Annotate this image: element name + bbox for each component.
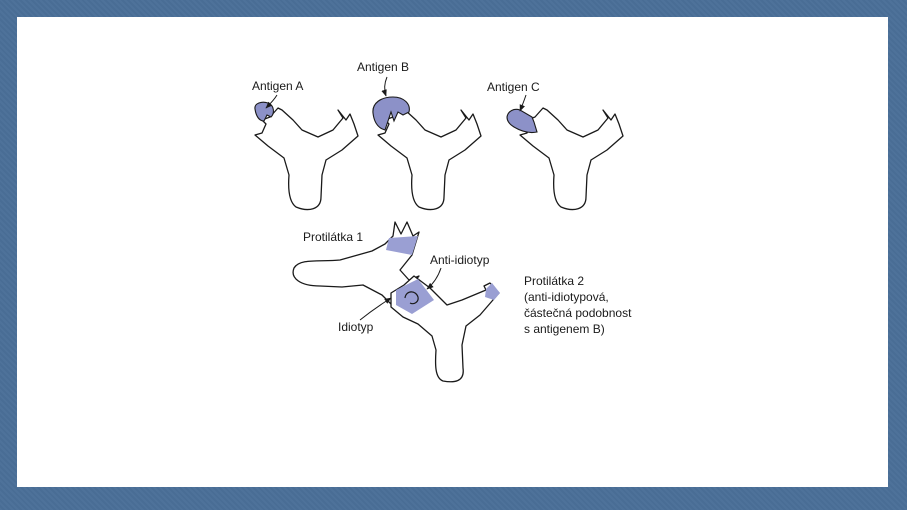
antibody-c: [519, 107, 624, 211]
idiotype-region-right: [485, 283, 500, 300]
label-protilatka-2-line-4: s antigenem B): [524, 322, 605, 336]
antibody-pair: [292, 221, 500, 383]
label-protilatka-2-line-2: (anti-idiotypová,: [524, 290, 609, 304]
antigen-b-shape: [372, 96, 410, 131]
label-idiotyp: Idiotyp: [338, 320, 374, 334]
antibody-idiotype-diagram: Antigen A Antigen B Antigen C Protilátka…: [252, 60, 632, 383]
label-antigen-a: Antigen A: [252, 79, 303, 93]
antibody-a: [254, 107, 359, 211]
idiotype-region-top: [386, 236, 418, 255]
label-antigen-c: Antigen C: [487, 80, 540, 94]
arrow-antigen-b: [381, 76, 388, 97]
arrow-idiotyp: [359, 297, 392, 321]
arrow-antigen-a: [265, 94, 278, 109]
label-anti-idiotyp: Anti-idiotyp: [430, 253, 490, 267]
label-protilatka-2-line-3: částečná podobnost: [524, 306, 632, 320]
slide-canvas: Antigen A Antigen B Antigen C Protilátka…: [17, 17, 888, 487]
antigen-c-shape: [506, 108, 538, 134]
antibody-b: [377, 107, 482, 211]
label-protilatka-2-line-1: Protilátka 2: [524, 274, 584, 288]
label-antigen-b: Antigen B: [357, 60, 409, 74]
label-protilatka-1: Protilátka 1: [303, 230, 363, 244]
arrow-antigen-c: [519, 94, 527, 112]
arrow-anti-idiotyp: [426, 267, 442, 290]
protilatka-1-shape: [292, 221, 420, 308]
idiotype-region-pair: [396, 279, 434, 314]
